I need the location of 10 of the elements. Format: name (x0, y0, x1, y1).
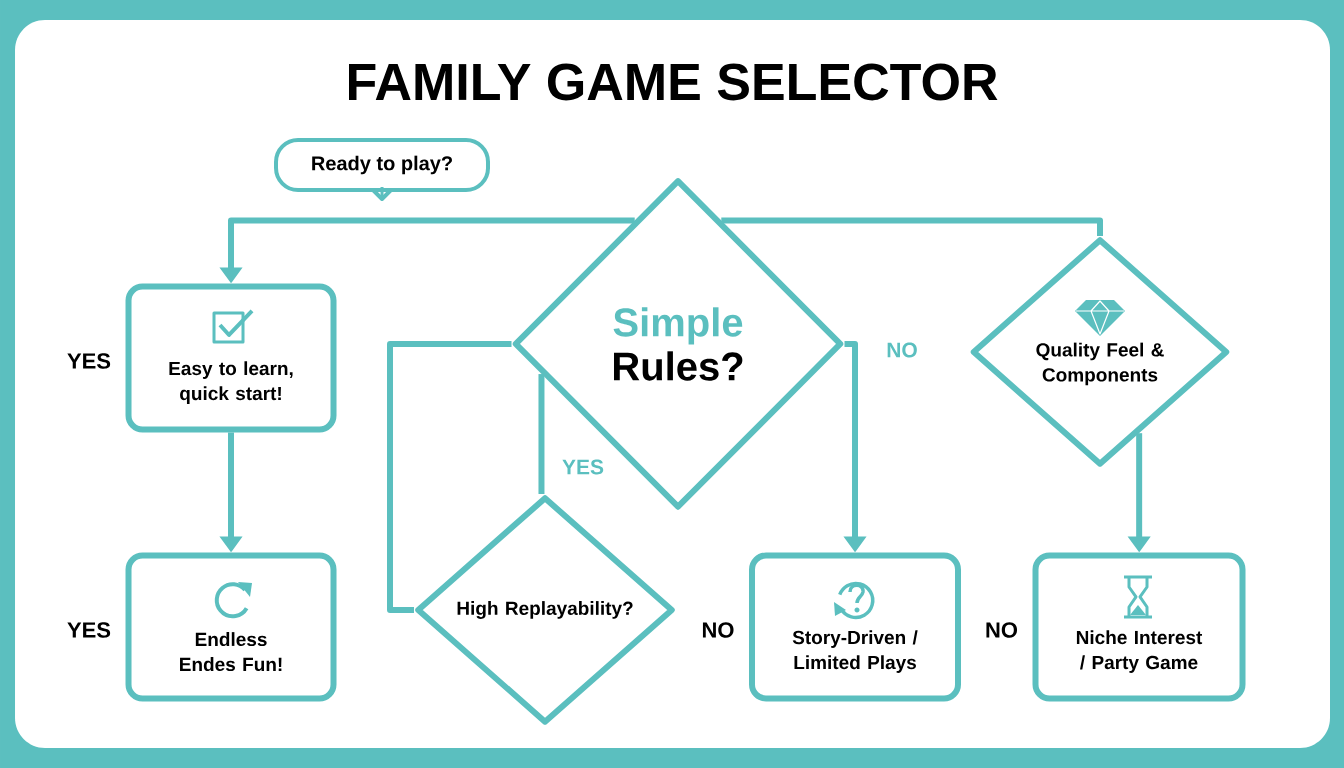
branch-label: YES (67, 353, 111, 369)
branch-label: NO (702, 622, 734, 638)
title: FAMILY GAME SELECTOR (349, 63, 998, 101)
speech-bubble: Ready to play? (274, 138, 490, 201)
result-box: Story-Driven / Limited Plays (749, 552, 961, 702)
branch-label: NO (986, 622, 1018, 638)
result-box: Easy to learn, quick start! (125, 283, 337, 433)
branch-label: YES (67, 622, 111, 638)
result-box: Niche Interest / Party Game (1032, 552, 1246, 702)
result-box: Endless Endes Fun! (125, 552, 337, 702)
